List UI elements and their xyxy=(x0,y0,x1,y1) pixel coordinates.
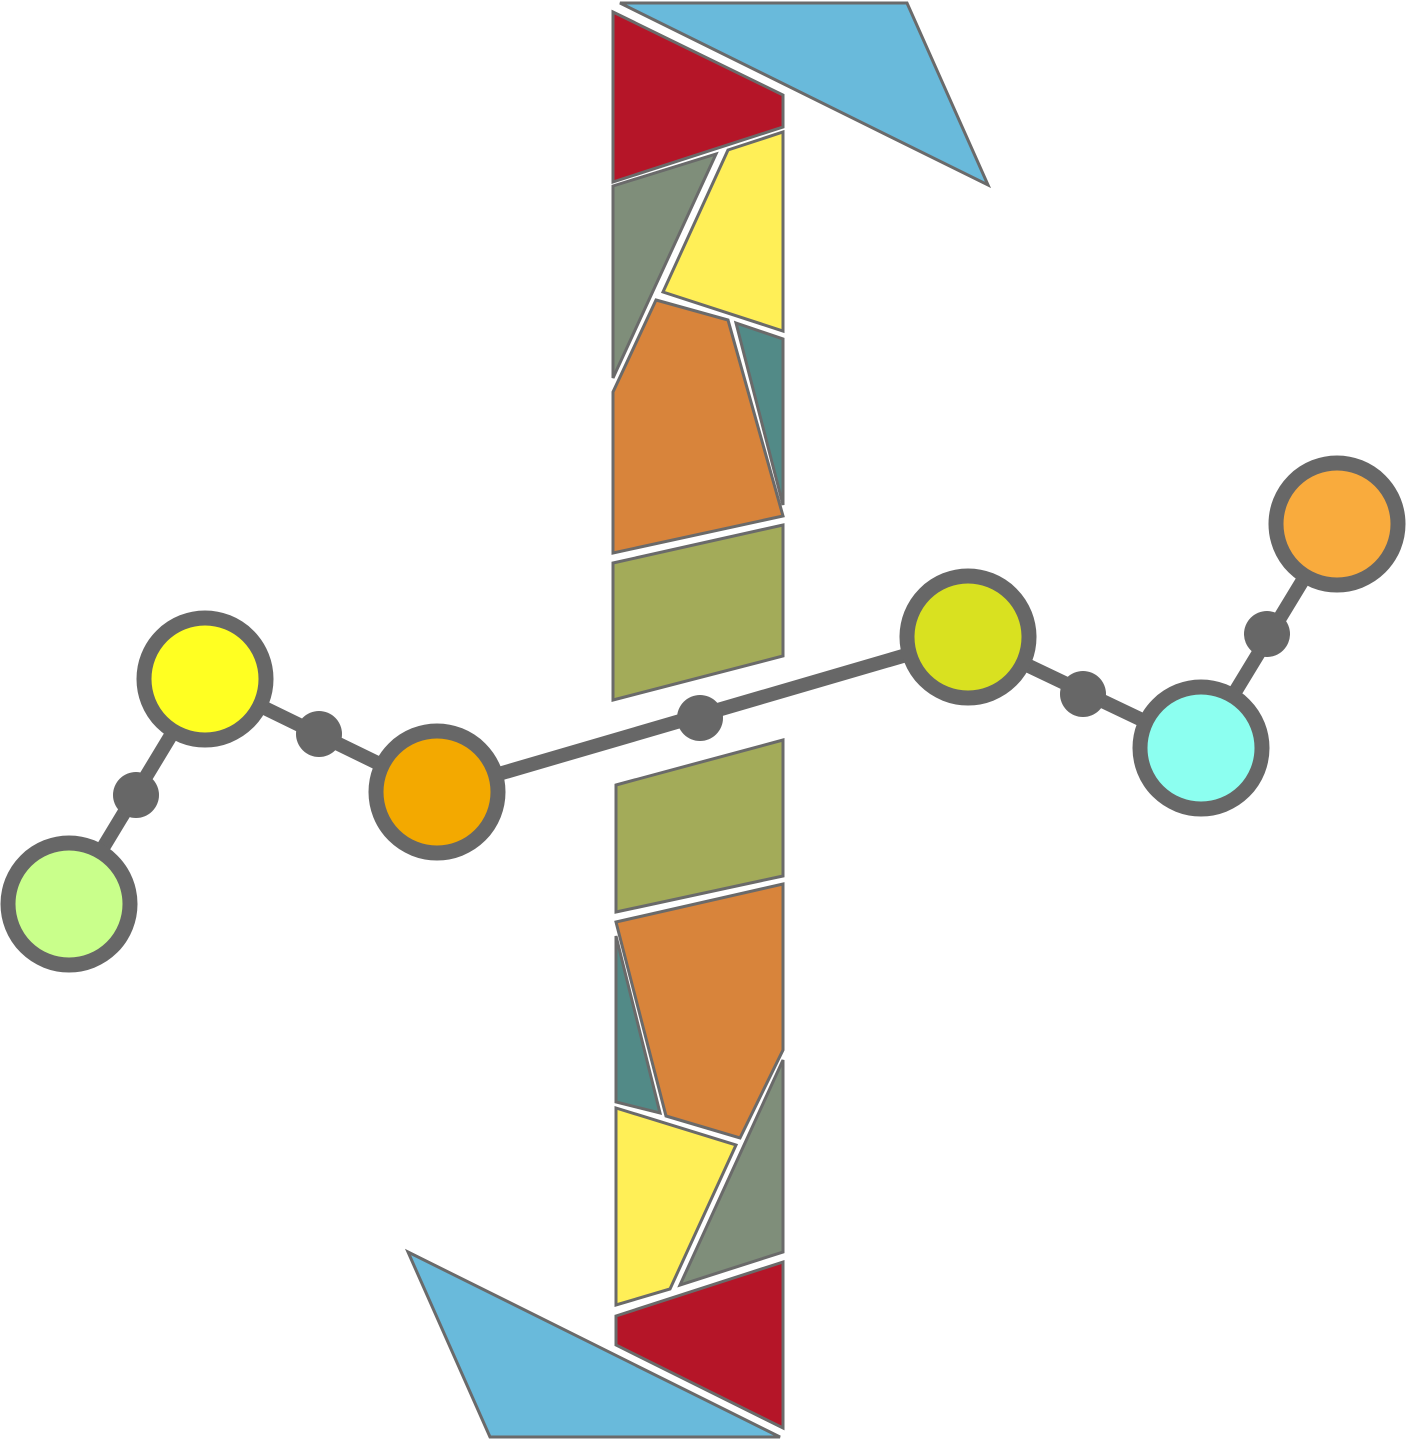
joint-dot-1 xyxy=(113,772,159,818)
atom-light-green xyxy=(0,835,138,973)
upper-glass-column xyxy=(611,1,992,702)
molecule-chain xyxy=(0,455,1406,973)
joint-dot-3 xyxy=(677,695,723,741)
lower-red-shard xyxy=(614,1259,785,1431)
upper-yellow-shard xyxy=(660,129,785,334)
atom-amber xyxy=(368,723,506,861)
lower-olive-shard xyxy=(614,738,785,914)
upper-red-shard xyxy=(611,9,785,185)
upper-orange-shard xyxy=(611,298,785,555)
upper-blue-triangle xyxy=(619,1,992,189)
lower-orange-shard xyxy=(614,882,785,1140)
atom-light-orange xyxy=(1268,455,1406,593)
upper-olive-shard xyxy=(611,523,785,702)
lower-yellow-shard xyxy=(614,1105,739,1308)
joint-dot-5 xyxy=(1244,611,1290,657)
lower-glass-column xyxy=(404,738,785,1439)
atom-yellow xyxy=(136,610,274,748)
lower-gray-shard xyxy=(677,1059,785,1288)
lower-blue-triangle xyxy=(404,1248,781,1439)
upper-teal-shard xyxy=(733,320,785,506)
upper-gray-shard xyxy=(611,151,719,379)
atom-aqua xyxy=(1132,679,1270,817)
atom-chartreuse xyxy=(899,568,1037,706)
joint-dot-4 xyxy=(1060,671,1106,717)
joint-dot-2 xyxy=(296,711,342,757)
lower-teal-shard xyxy=(614,935,663,1116)
